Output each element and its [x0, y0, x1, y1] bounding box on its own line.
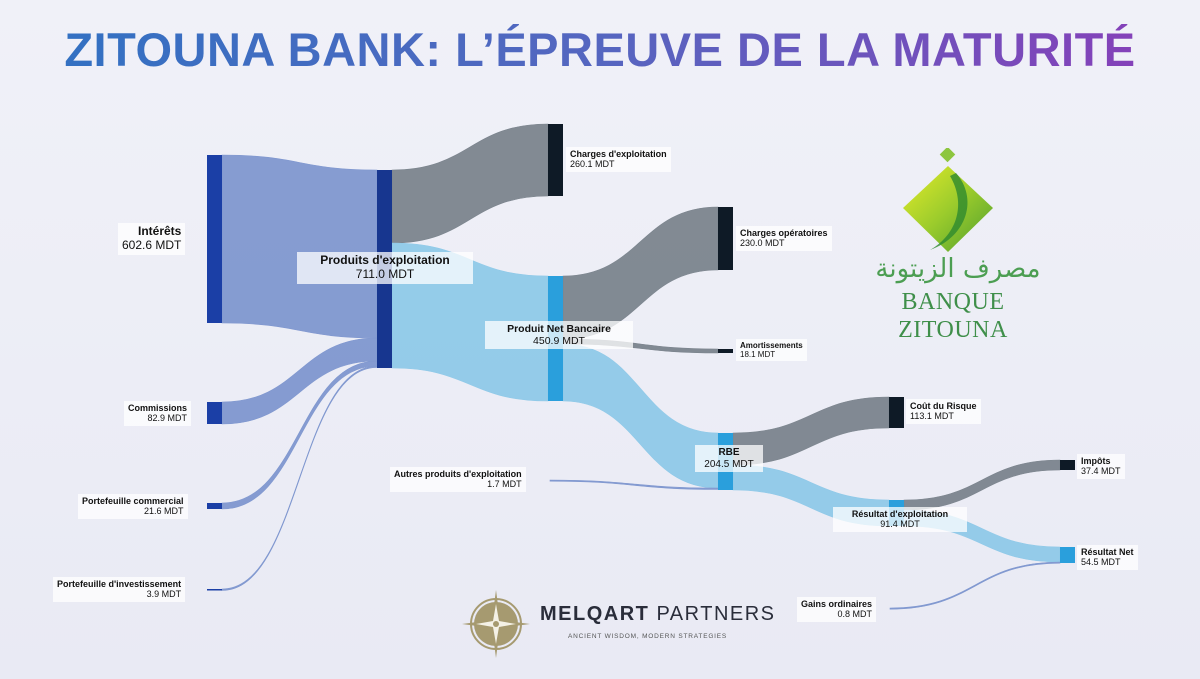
link-pnb-charges-operatoires	[562, 206, 719, 340]
banque-zitouna-logo: مصرف الزيتونة BANQUE ZITOUNA	[838, 146, 1068, 343]
node-portefeuille-commercial	[207, 503, 222, 509]
bank-arabic-name: مصرف الزيتونة	[875, 254, 1041, 284]
node-impots	[1060, 460, 1075, 470]
zitouna-diamond-icon	[903, 146, 993, 252]
partner-name: MELQART PARTNERS	[540, 603, 776, 625]
node-resultat-net	[1060, 547, 1075, 563]
link-commissions-produits	[221, 337, 378, 425]
melqart-partners-logo: MELQART PARTNERS ANCIENT WISDOM, MODERN …	[460, 588, 774, 663]
link-resexp-impots	[903, 459, 1061, 511]
node-charges-exploitation	[548, 124, 563, 196]
node-cout-risque	[889, 397, 904, 428]
node-commissions	[207, 402, 222, 424]
node-charges-operatoires	[718, 207, 733, 270]
node-portefeuille-investissement	[207, 589, 222, 591]
bank-name: BANQUE ZITOUNA	[898, 289, 1008, 343]
page-title: ZITOUNA BANK: L’ÉPREUVE DE LA MATURITÉ	[0, 22, 1200, 78]
compass-icon	[462, 590, 530, 658]
link-produits-charges-exploitation	[391, 123, 549, 244]
node-amortissements	[718, 349, 733, 353]
node-interets	[207, 155, 222, 323]
link-interets-produits	[221, 154, 378, 339]
partner-tagline: ANCIENT WISDOM, MODERN STRATEGIES	[568, 633, 728, 640]
link-gains-resultat-net	[889, 561, 1061, 610]
